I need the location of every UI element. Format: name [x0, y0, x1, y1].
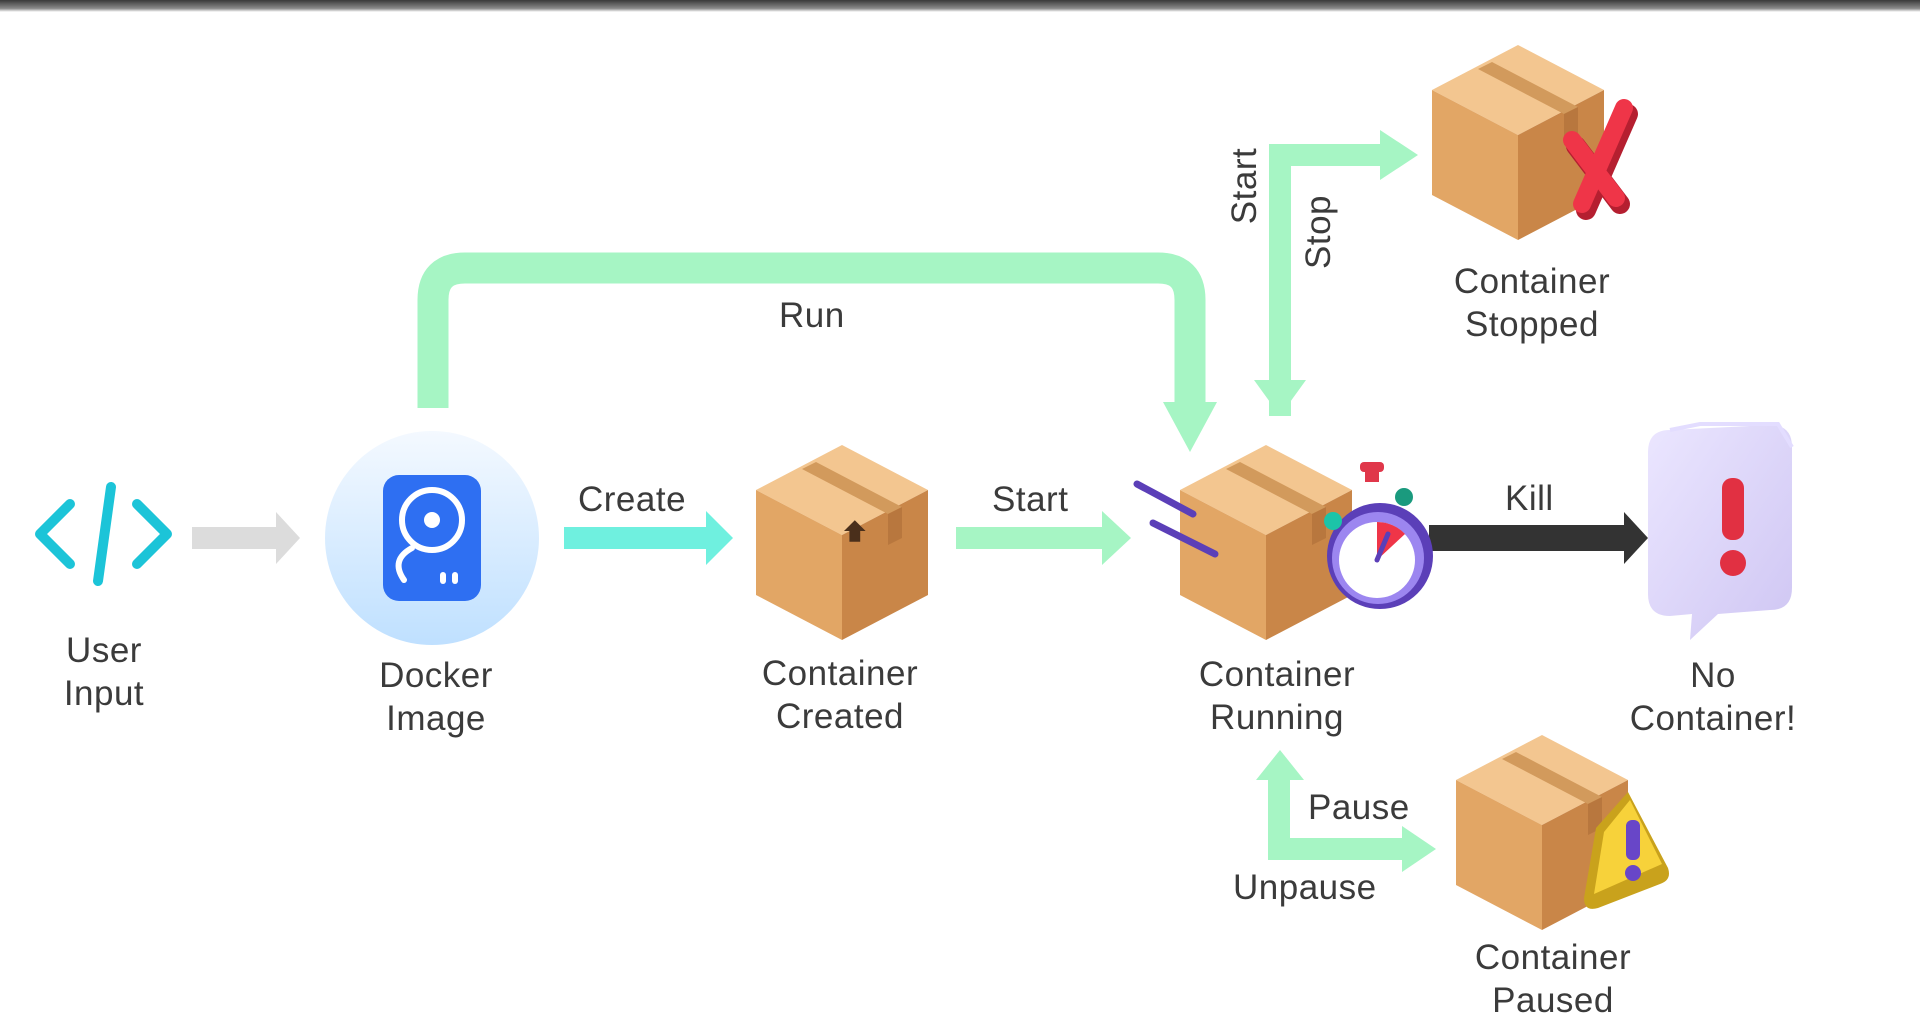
edge-label-create: Create [578, 480, 687, 519]
edge-label-unpause: Unpause [1233, 868, 1377, 907]
chat-alert-icon [1648, 422, 1794, 640]
create-arrow [564, 511, 733, 565]
warning-icon [1584, 792, 1669, 909]
box-icon [756, 445, 928, 640]
node-label-container-stopped: Container Stopped [1453, 262, 1611, 344]
stopwatch-icon [1324, 462, 1433, 609]
box-icon [1180, 445, 1352, 640]
kill-arrow [1429, 512, 1648, 564]
edge-label-start-stopped: Start [1225, 147, 1265, 225]
edge-label-run: Run [779, 296, 845, 335]
edge-label-stop: Stop [1299, 195, 1338, 269]
start-stop-arrow [1254, 130, 1418, 416]
edge-label-kill: Kill [1505, 479, 1554, 518]
pause-unpause-arrow [1256, 750, 1436, 872]
code-icon [35, 482, 172, 586]
node-label-container-running: Container Running [1198, 655, 1356, 737]
node-label-container-created: Container Created [761, 654, 919, 736]
start-arrow [956, 511, 1131, 565]
red-x-icon [1563, 99, 1638, 220]
edge-label-start: Start [992, 480, 1069, 519]
top-shadow-bar [0, 0, 1920, 12]
speed-lines-icon [1133, 480, 1219, 558]
node-label-docker-image: Docker Image [379, 656, 493, 738]
run-arrow [417, 252, 1217, 452]
node-label-container-paused: Container Paused [1474, 938, 1632, 1020]
input-to-image-arrow [192, 512, 300, 564]
edge-label-pause: Pause [1308, 788, 1410, 827]
node-label-no-container: No Container! [1629, 656, 1797, 738]
node-label-user-input: User Input [63, 631, 145, 713]
hard-drive-icon [325, 431, 539, 645]
